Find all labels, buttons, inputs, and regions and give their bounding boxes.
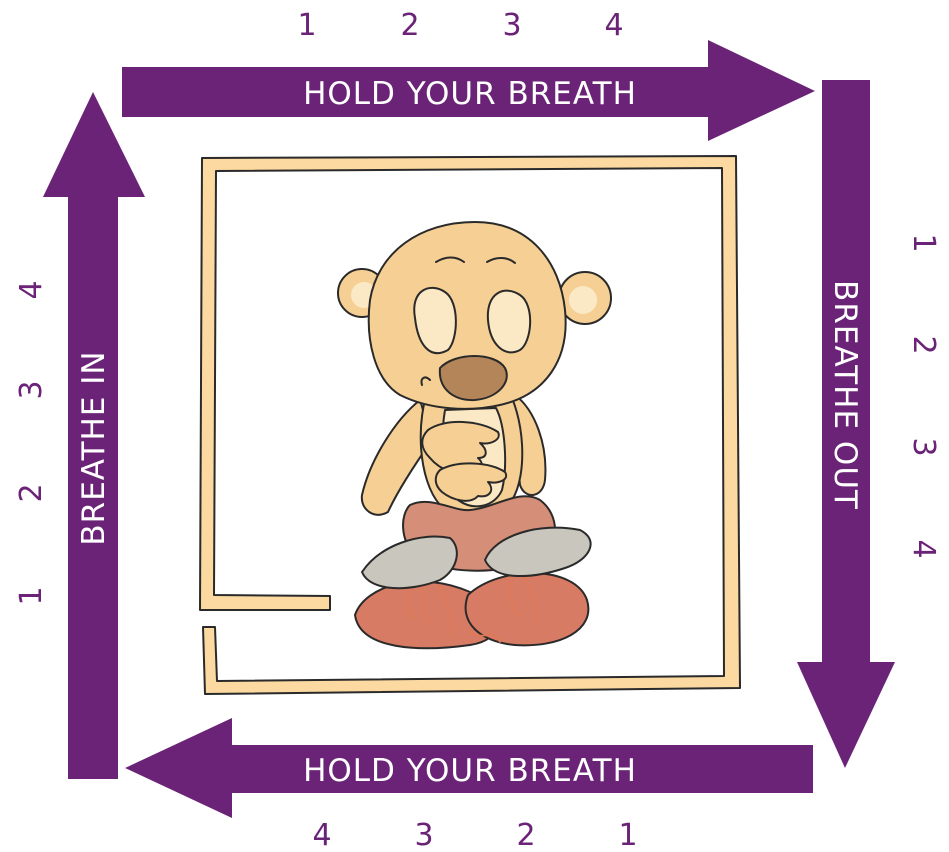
- top-arrow: HOLD YOUR BREATH: [122, 40, 815, 141]
- count-number: 2: [906, 335, 941, 354]
- count-number: 1: [14, 586, 49, 605]
- left-arrow-label: BREATHE IN: [76, 350, 112, 545]
- left-arrow: BREATHE IN: [43, 92, 145, 779]
- left-counts: 4 3 2 1: [14, 280, 49, 605]
- top-arrow-label: HOLD YOUR BREATH: [303, 76, 637, 112]
- bottom-arrow-label: HOLD YOUR BREATH: [303, 753, 637, 789]
- count-number: 4: [604, 8, 623, 43]
- count-number: 1: [297, 8, 316, 43]
- count-number: 4: [14, 280, 49, 299]
- count-number: 2: [14, 483, 49, 502]
- right-arrow: BREATHE OUT: [797, 80, 895, 768]
- count-number: 4: [906, 539, 941, 558]
- count-number: 3: [906, 437, 941, 456]
- count-number: 3: [14, 380, 49, 399]
- count-number: 3: [414, 818, 433, 852]
- count-number: 3: [502, 8, 521, 43]
- right-arrow-label: BREATHE OUT: [827, 280, 863, 510]
- bottom-counts: 4 3 2 1: [312, 818, 637, 852]
- bottom-arrow: HOLD YOUR BREATH: [125, 718, 813, 818]
- top-counts: 1 2 3 4: [297, 8, 623, 43]
- meditating-bear-illustration: [338, 222, 611, 648]
- right-counts: 1 2 3 4: [906, 233, 941, 558]
- count-number: 2: [400, 8, 419, 43]
- count-number: 1: [906, 233, 941, 252]
- count-number: 1: [618, 818, 637, 852]
- count-number: 4: [312, 818, 331, 852]
- count-number: 2: [516, 818, 535, 852]
